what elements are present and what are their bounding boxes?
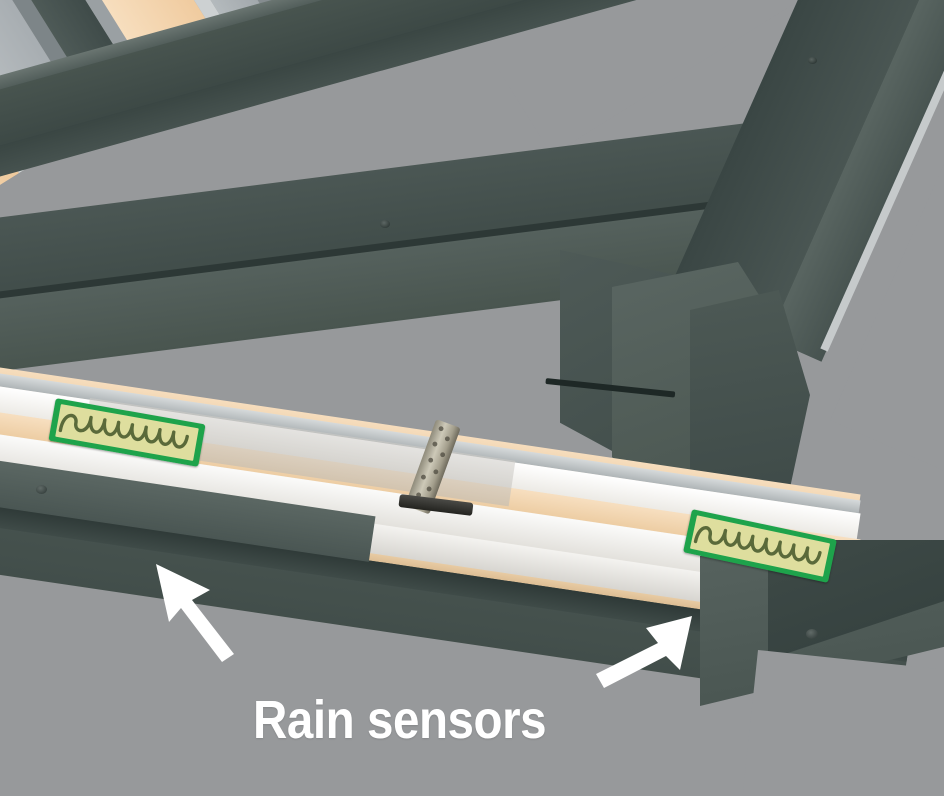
- screw-top-frame: [380, 220, 390, 228]
- background-field-lower-right: [737, 650, 944, 796]
- screw-lower-right: [806, 629, 818, 639]
- rain-sensor-left-trace: [58, 413, 189, 449]
- screw-lower-left: [36, 485, 47, 494]
- screw-upper-right: [808, 57, 817, 64]
- rain-sensor-right[interactable]: [683, 509, 837, 583]
- rain-sensor-right-trace: [693, 526, 822, 565]
- pointer-arrow-left: [148, 556, 258, 664]
- pointer-arrow-right: [592, 608, 702, 690]
- rain-sensor-left[interactable]: [48, 398, 206, 467]
- caption-rain-sensors: Rain sensors: [253, 690, 547, 750]
- rain-sensor-right-pad: [689, 515, 831, 577]
- rain-sensor-left-pad: [55, 404, 199, 461]
